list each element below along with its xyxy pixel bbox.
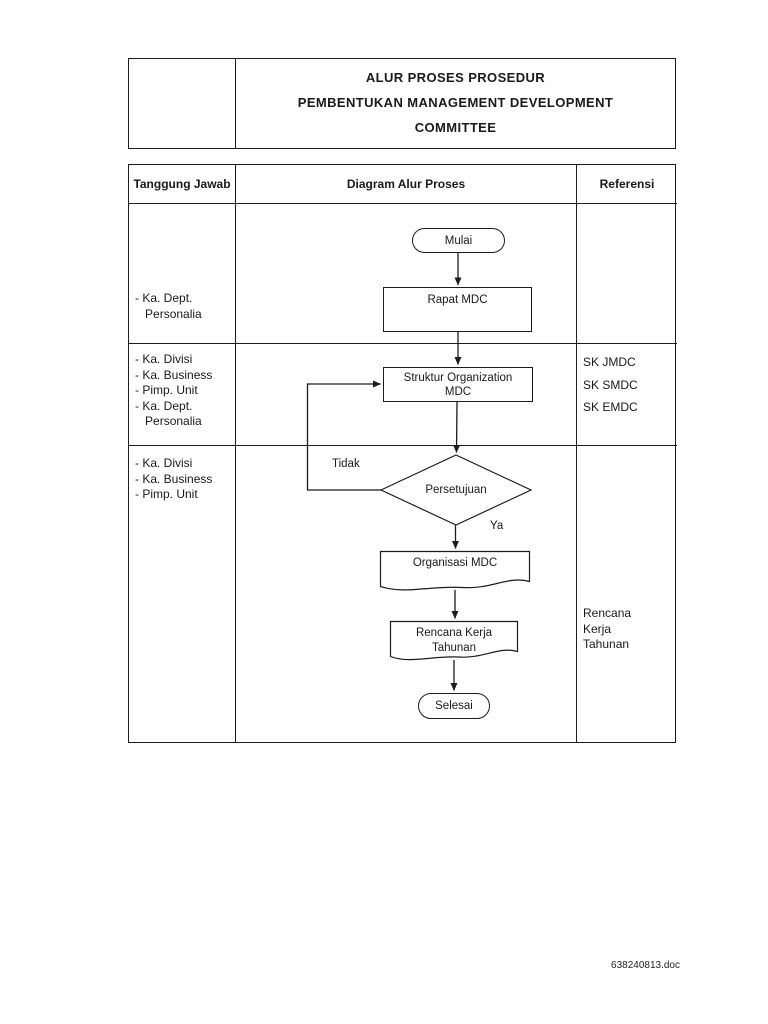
column-header-tanggung-jawab: Tanggung Jawab <box>129 165 236 204</box>
end-terminator: Selesai <box>418 693 490 719</box>
responsibility-row2: - Ka. Divisi - Ka. Business - Pimp. Unit… <box>129 344 236 446</box>
process-rapat-mdc: Rapat MDC <box>383 287 532 332</box>
footer-filename: 638240813.doc <box>611 960 680 971</box>
document-shape-rencana <box>389 620 519 661</box>
diagram-cell-row2 <box>236 344 577 446</box>
reference-sk-list: SK JMDC SK SMDC SK EMDC <box>577 344 677 446</box>
responsibility-row1: - Ka. Dept. Personalia <box>129 204 236 344</box>
start-terminator: Mulai <box>412 228 505 253</box>
title-empty-cell <box>129 59 236 148</box>
responsibility-row3: - Ka. Divisi - Ka. Business - Pimp. Unit <box>129 446 236 742</box>
document-organisasi-mdc-label: Organisasi MDC <box>412 557 498 569</box>
connector-struktur-to-decision <box>453 401 461 453</box>
process-struktur-organization-mdc: Struktur Organization MDC <box>383 367 533 402</box>
decision-persetujuan-label: Persetujuan <box>425 484 487 496</box>
document-shape-organisasi <box>379 550 531 591</box>
reference-cell-row3: Rencana Kerja Tahunan <box>577 446 677 742</box>
document-title-table: ALUR PROSES PROSEDUR PEMBENTUKAN MANAGEM… <box>128 58 676 149</box>
decision-no-label: Tidak <box>332 458 360 470</box>
connector-tidak-loop <box>306 380 381 491</box>
decision-yes-label: Ya <box>490 520 504 532</box>
diagram-cell-row3 <box>236 446 577 742</box>
title-cell: ALUR PROSES PROSEDUR PEMBENTUKAN MANAGEM… <box>236 59 675 148</box>
reference-cell-row1 <box>577 204 677 344</box>
procedure-table: Tanggung Jawab Diagram Alur Proses Refer… <box>128 164 677 743</box>
diagram-cell-row1 <box>236 204 577 344</box>
document-rencana-kerja-label: Rencana Kerja Tahunan <box>415 627 493 654</box>
column-header-diagram-alur-proses: Diagram Alur Proses <box>236 165 577 204</box>
column-header-referensi: Referensi <box>577 165 677 204</box>
decision-diamond-shape <box>379 454 533 526</box>
document-title: ALUR PROSES PROSEDUR PEMBENTUKAN MANAGEM… <box>297 70 614 135</box>
reference-rencana-kerja-tahunan: Rencana Kerja Tahunan <box>583 606 632 651</box>
